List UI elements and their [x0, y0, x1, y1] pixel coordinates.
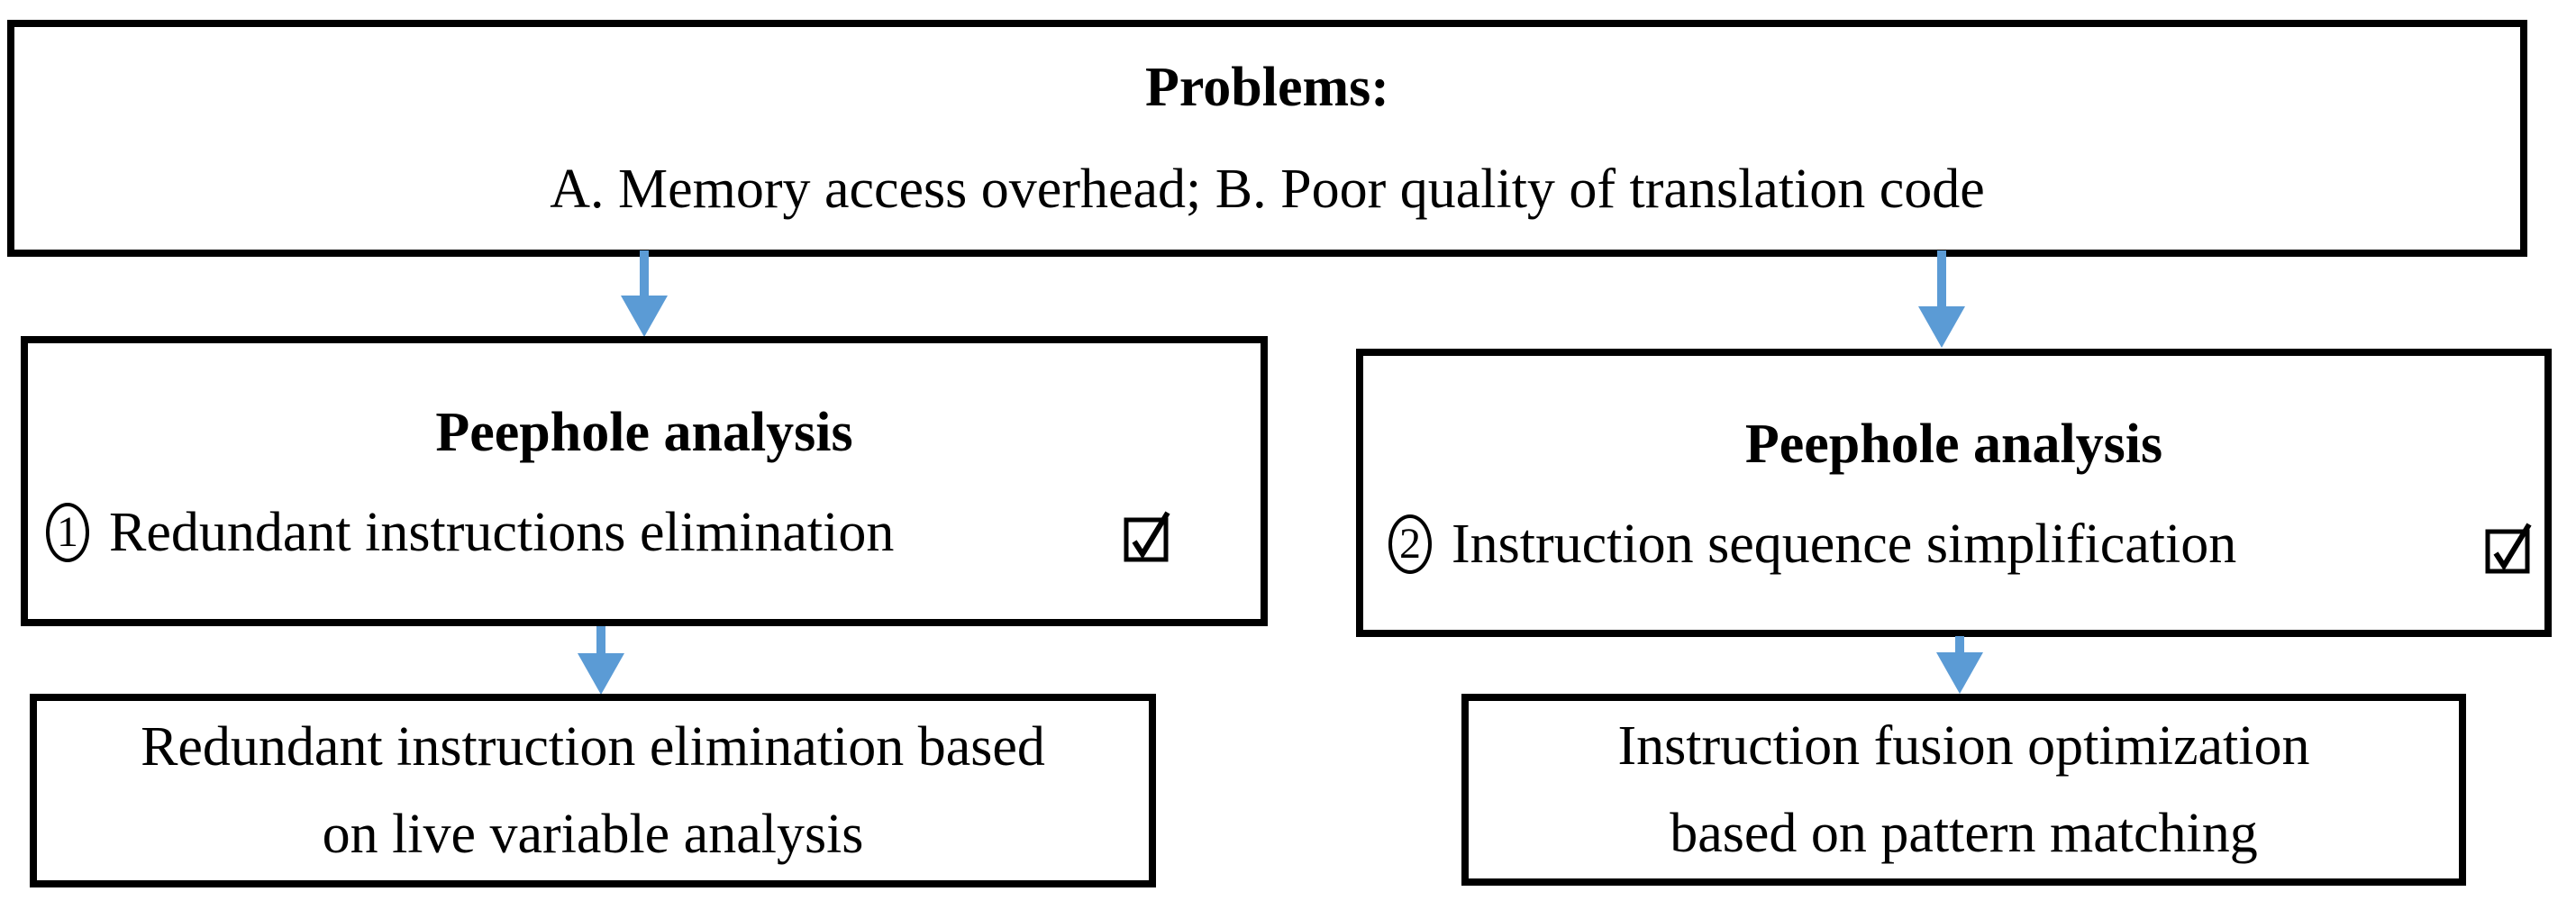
problem-box-title: Problems: — [1145, 56, 1389, 118]
arrow-head — [578, 653, 624, 695]
right-analysis-title: Peephole analysis — [1744, 413, 2163, 475]
right-analysis-box: Peephole analysis 2 Instruction sequence… — [1356, 349, 2552, 637]
problem-box-body: A. Memory access overhead; B. Poor quali… — [550, 158, 1985, 220]
arrow-down-icon-left-analysis-to-result — [578, 626, 624, 695]
arrow-stem — [1955, 636, 1964, 652]
right-result-box: Instruction fusion optimization based on… — [1461, 694, 2466, 886]
arrow-down-icon-problems-to-left-analysis — [621, 250, 668, 337]
arrow-stem — [640, 250, 649, 296]
right-result-line1: Instruction fusion optimization — [1617, 714, 2310, 777]
left-analysis-box: Peephole analysis 1 Redundant instructio… — [21, 336, 1268, 626]
arrow-stem — [596, 626, 605, 653]
arrow-down-icon-right-analysis-to-result — [1936, 636, 1983, 694]
arrow-down-icon-problems-to-right-analysis — [1918, 250, 1965, 348]
checkbox-checked-icon[interactable] — [1122, 505, 1170, 561]
right-analysis-item-label: Instruction sequence simplification — [1452, 513, 2237, 575]
left-analysis-title: Peephole analysis — [435, 401, 853, 463]
right-analysis-item: 2 Instruction sequence simplification — [1363, 503, 2544, 586]
arrow-head — [1918, 306, 1965, 348]
arrow-head — [1936, 652, 1983, 694]
problem-box: Problems: A. Memory access overhead; B. … — [7, 20, 2527, 257]
left-analysis-item: 1 Redundant instructions elimination — [28, 491, 1261, 574]
checkbox-checked-icon[interactable] — [2483, 516, 2532, 573]
left-result-line1: Redundant instruction elimination based — [141, 715, 1045, 778]
circled-2-icon: 2 — [1388, 514, 1432, 574]
left-result-box: Redundant instruction elimination based … — [30, 694, 1156, 887]
left-analysis-item-label: Redundant instructions elimination — [109, 501, 895, 563]
arrow-head — [621, 296, 668, 337]
right-result-line2: based on pattern matching — [1670, 802, 2258, 864]
left-result-line2: on live variable analysis — [322, 803, 864, 865]
arrow-stem — [1937, 250, 1946, 306]
circled-1-icon: 1 — [46, 502, 89, 562]
